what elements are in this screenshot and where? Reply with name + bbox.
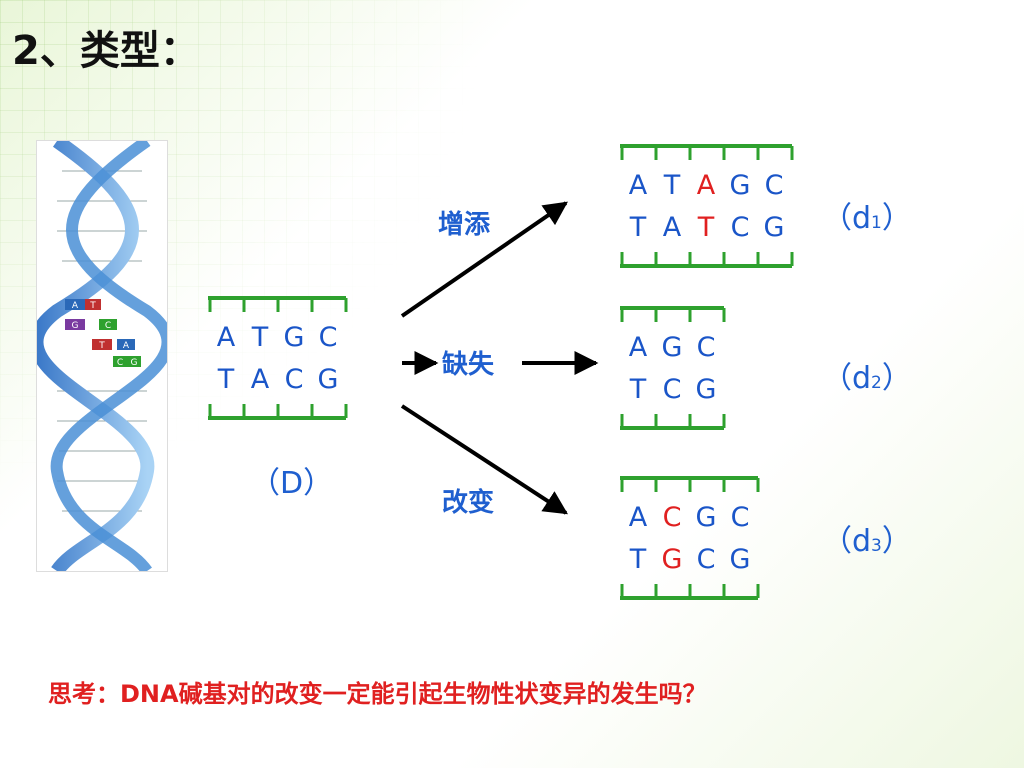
base-letter: T [217, 364, 235, 395]
base-letter: C [731, 502, 750, 533]
thinking-question: 思考：DNA碱基对的改变一定能引起生物性状变异的发生吗？ [48, 680, 707, 708]
d3-label: （d3） [822, 524, 912, 559]
base-letter: G [764, 212, 785, 243]
svg-text:G: G [131, 358, 138, 368]
base-letter: T [629, 544, 647, 575]
base-letter: A [217, 322, 236, 353]
slide-title: 2、类型： [12, 28, 200, 74]
d1-label: （d1） [822, 201, 912, 236]
svg-text:T: T [89, 301, 96, 311]
base-letter: C [765, 170, 784, 201]
svg-text:T: T [98, 341, 105, 351]
base-letter: A [697, 170, 716, 201]
base-letter: A [251, 364, 270, 395]
base-letter: C [285, 364, 304, 395]
base-letter: G [730, 170, 751, 201]
base-letter: C [663, 502, 682, 533]
insertion-label: 增添 [438, 210, 491, 240]
substitution-label: 改变 [442, 488, 495, 518]
svg-text:A: A [123, 341, 130, 351]
base-letter: G [696, 502, 717, 533]
deletion-label: 缺失 [442, 350, 495, 380]
base-letter: C [731, 212, 750, 243]
svg-text:C: C [117, 358, 123, 368]
base-letter: A [629, 502, 648, 533]
base-letter: T [629, 374, 647, 405]
base-letter: G [662, 332, 683, 363]
base-letter: T [697, 212, 715, 243]
base-letter: A [629, 332, 648, 363]
arrow-insertion [400, 201, 568, 318]
base-letter: G [318, 364, 339, 395]
base-letter: T [663, 170, 681, 201]
base-letter: A [663, 212, 682, 243]
arrow-substitution [400, 404, 569, 515]
d2-label: （d2） [822, 361, 912, 396]
original-dna-label: （D） [250, 466, 334, 501]
svg-text:G: G [72, 321, 79, 331]
base-letter: T [629, 212, 647, 243]
base-letter: C [319, 322, 338, 353]
base-letter: A [629, 170, 648, 201]
svg-text:A: A [72, 301, 79, 311]
base-letter: G [696, 374, 717, 405]
base-letter: G [284, 322, 305, 353]
base-letter: T [251, 322, 269, 353]
base-letter: G [730, 544, 751, 575]
base-letter: C [697, 332, 716, 363]
base-letter: C [663, 374, 682, 405]
svg-text:C: C [105, 321, 111, 331]
base-letter: G [662, 544, 683, 575]
base-letter: C [697, 544, 716, 575]
